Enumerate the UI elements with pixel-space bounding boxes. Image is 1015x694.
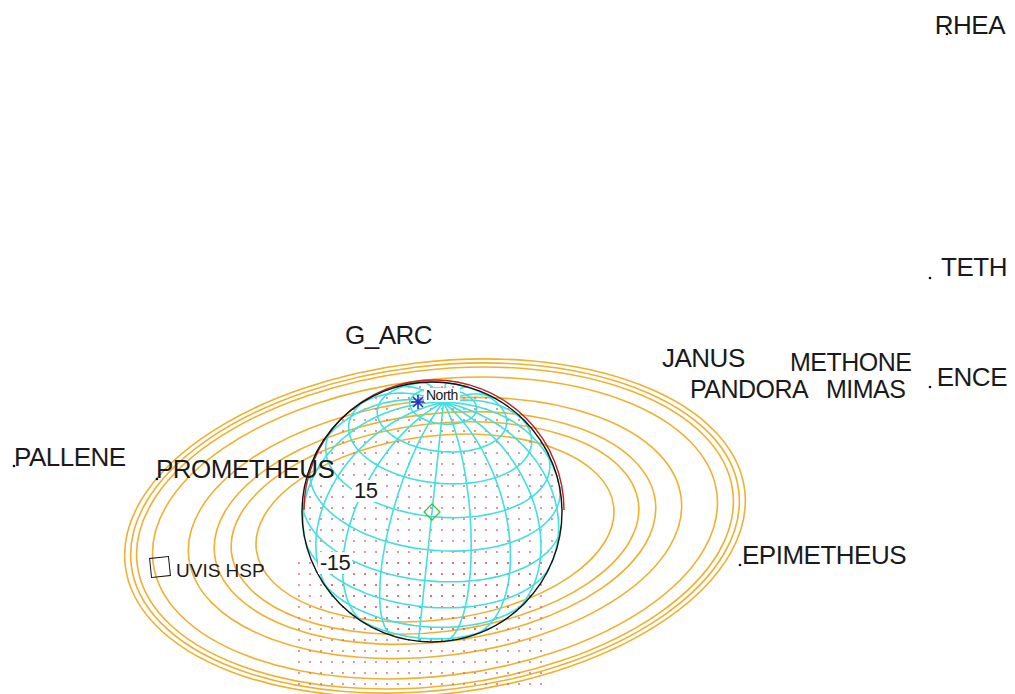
grid-line <box>444 402 542 615</box>
moon-label: PALLENE <box>14 444 126 470</box>
latitude-label: -15 <box>318 552 352 574</box>
instrument-label: UVIS HSP <box>176 561 265 580</box>
grid-line <box>444 402 559 563</box>
moon-label: ENCE <box>937 364 1007 390</box>
moon-label: JANUS <box>662 345 745 371</box>
grid-line <box>444 402 511 635</box>
moon-label: PANDORA <box>690 377 808 402</box>
grid-line <box>380 402 444 636</box>
instrument-footprint: UVIS HSP <box>150 557 269 581</box>
moon-label: MIMAS <box>826 377 905 402</box>
latitude-label: 15 <box>352 480 379 502</box>
grid-line <box>443 402 471 641</box>
moon-label: PROMETHEUS <box>156 456 334 482</box>
moon-label: RHEA <box>935 12 1005 38</box>
moon-label: TETH <box>941 254 1007 280</box>
moon-label: METHONE <box>790 350 912 375</box>
grid-line <box>418 402 443 641</box>
pole-label: North <box>424 388 460 402</box>
moon-label: G_ARC <box>345 322 432 348</box>
grid-line <box>310 460 560 551</box>
moon-label: EPIMETHEUS <box>742 542 906 568</box>
footprint-square <box>149 556 171 578</box>
